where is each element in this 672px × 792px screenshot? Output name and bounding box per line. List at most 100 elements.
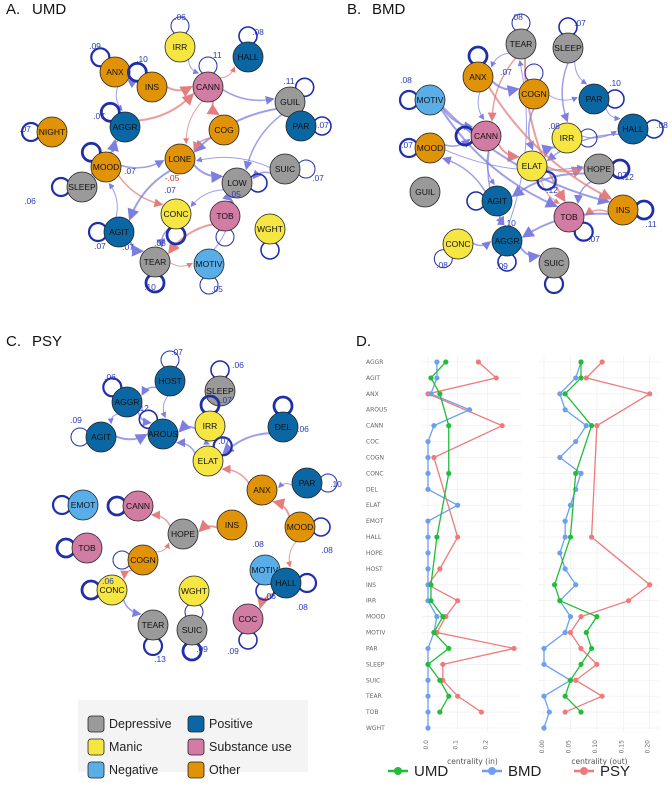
edge-aggr-agit (107, 413, 119, 425)
edge-conc-tear (122, 599, 142, 618)
node-label-mood: MOOD (287, 522, 313, 532)
edge-weight-label: .07 (312, 173, 324, 183)
self-loop-anx (90, 47, 111, 68)
node-conc: CONC (80, 574, 128, 606)
node-circle-agit (85, 421, 117, 453)
edge-weight-label: .10 (144, 282, 156, 292)
node-suic: SUIC (538, 247, 570, 295)
panel-d-header: D. (356, 333, 371, 350)
edge-elat-arous (176, 438, 196, 454)
node-label-cogn: COGN (130, 555, 156, 565)
point-bmd-emot (562, 518, 568, 524)
edge-mood-cann (444, 138, 471, 148)
point-psy-hall (588, 534, 595, 540)
point-bmd-elat (455, 502, 461, 508)
node-circle-anx (246, 474, 278, 506)
node-label-hall: HALL (237, 52, 259, 62)
legend-item-manic: Manic (87, 738, 142, 756)
edge-weight-label: .06 (232, 360, 244, 370)
node-aggr: AGGR (99, 101, 141, 143)
node-agit: AGIT (87, 216, 135, 248)
self-loop-aggr (99, 101, 121, 123)
node-circle-elat (192, 445, 224, 477)
edge-mood-conc (117, 174, 164, 208)
self-loop-ins (126, 61, 148, 83)
node-circle-cogn (127, 544, 159, 576)
node-circle-cann (470, 120, 502, 152)
edge-weight-label: .07 (171, 347, 183, 357)
node-circle-tob (71, 532, 103, 564)
edge-sleep-irr (560, 62, 569, 123)
edge-weight-label: .07 (93, 111, 105, 121)
x-tick-label: 0.00 (539, 740, 546, 754)
point-psy-irr (455, 598, 461, 604)
node-circle-tear (505, 28, 537, 60)
category-tick-label: AGIT (366, 375, 380, 382)
node-tear: TEAR (139, 246, 171, 294)
node-cann: CANN (192, 56, 224, 103)
edge-aggr-cann (138, 92, 195, 122)
node-circle-ins (216, 509, 248, 541)
edge-del-elat (222, 432, 270, 456)
edge-weight-label: .07 (124, 166, 136, 176)
self-loop-mood (80, 141, 102, 163)
node-label-motiv: MOTIV (417, 95, 444, 105)
node-label-coc: COC (239, 614, 258, 624)
node-conc: CONC (433, 228, 474, 269)
point-bmd-arous (466, 407, 473, 413)
edge-weight-label: .06 (264, 591, 276, 601)
node-label-cogn: COGN (521, 89, 547, 99)
network-psy-edges (107, 385, 297, 618)
edge-weight-label: .12 (137, 403, 149, 413)
edge-agit-aggr (497, 215, 504, 225)
edge-weight-label: .09 (89, 41, 101, 51)
node-circle-arous (147, 418, 179, 450)
legend-swatch (187, 761, 205, 779)
node-ins: INS (216, 509, 248, 541)
x-tick-label: 0.0 (423, 740, 430, 750)
node-circle-aggr (491, 225, 523, 257)
category-tick-label: HOPE (366, 550, 383, 557)
node-circle-anx (99, 56, 131, 88)
edge-weight-label: .13 (154, 654, 166, 664)
category-tick-label: EMOT (366, 518, 384, 525)
chart-legend-item-psy: PSY (574, 763, 630, 780)
x-tick-label: 0.20 (645, 740, 652, 754)
node-label-wght: WGHT (181, 586, 207, 596)
edge-suic-low (252, 169, 271, 180)
point-psy-ins (647, 582, 653, 588)
node-sleep: SLEEP (204, 360, 236, 407)
node-label-ins: INS (616, 205, 631, 215)
point-umd-tear (446, 693, 452, 699)
edge-weight-label: .09 (196, 644, 208, 654)
node-tear: TEAR (137, 609, 169, 657)
edge-weight-label: .06 (24, 196, 36, 206)
node-label-anx: ANX (469, 72, 487, 82)
point-bmd-anx (428, 391, 434, 397)
point-umd-motiv (431, 629, 437, 636)
edge-weight-label: .06 (104, 372, 116, 382)
node-circle-suic (538, 247, 570, 279)
edge-conc-aggr (472, 241, 492, 251)
point-psy-cann (594, 423, 600, 429)
node-arous: AROUS (138, 409, 179, 450)
edge-cann-lone (183, 100, 203, 145)
point-psy-cann (499, 423, 505, 429)
node-par: PAR (291, 467, 338, 499)
point-bmd-tear (425, 693, 431, 699)
chart-legend-item-umd: UMD (388, 763, 448, 780)
edge-anx-elat (221, 464, 250, 484)
network-bmd-edge-weights: .08.07.08.07.10.08.07.08.12.12.11.10.08.… (400, 12, 668, 271)
node-label-elat: ELAT (522, 161, 543, 171)
node-label-low: LOW (227, 178, 246, 188)
node-circle-irr (194, 410, 226, 442)
node-label-sleep: SLEEP (68, 182, 96, 192)
node-emot: EMOT (51, 489, 99, 521)
edge-host-aggr (141, 385, 157, 396)
node-label-par: PAR (586, 94, 603, 104)
point-bmd-host (425, 566, 431, 572)
node-label-mood: MOOD (417, 143, 443, 153)
